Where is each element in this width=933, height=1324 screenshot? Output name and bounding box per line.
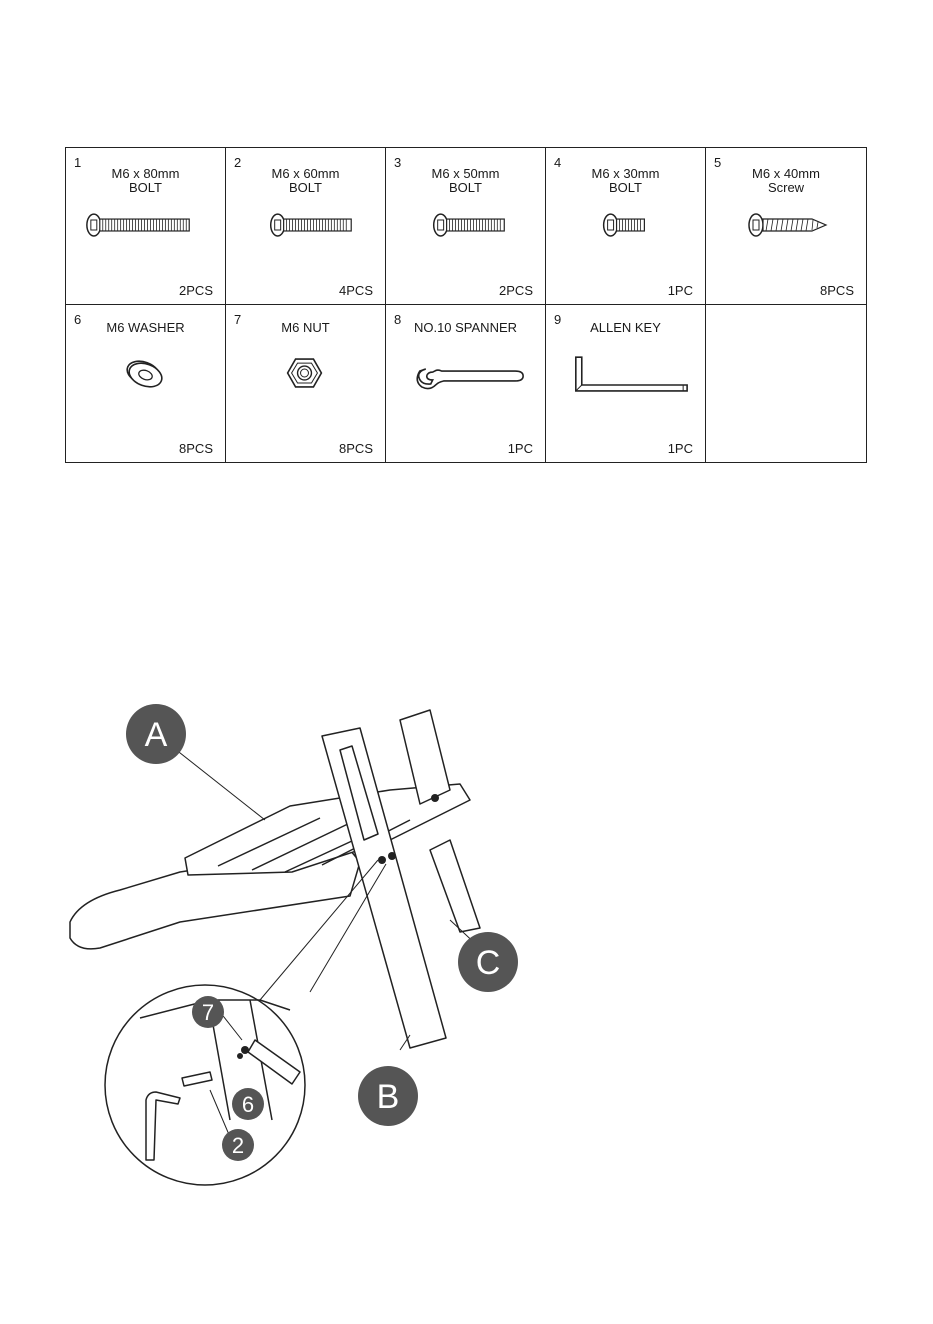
callout-a: A [126, 704, 186, 764]
parts-list-table: 1 M6 x 80mm BOLT 2PCS 2 M6 x 60mm BOLT [65, 147, 867, 463]
part-name: M6 NUT [226, 321, 385, 335]
part-name: M6 x 80mm BOLT [66, 167, 225, 195]
nut-icon [226, 345, 385, 405]
part-cell-7: 7 M6 NUT 8PCS [226, 305, 386, 462]
callout-7: 7 [192, 996, 224, 1028]
bolt-80mm-icon [66, 198, 225, 258]
part-name: NO.10 SPANNER [386, 321, 545, 335]
part-quantity: 1PC [668, 283, 693, 298]
empty-cell [706, 305, 866, 462]
part-cell-6: 6 M6 WASHER 8PCS [66, 305, 226, 462]
part-name: M6 x 50mm BOLT [386, 167, 545, 195]
bolt-50mm-icon [386, 198, 545, 258]
svg-text:6: 6 [242, 1092, 254, 1117]
svg-text:2: 2 [232, 1133, 244, 1158]
spanner-icon [386, 347, 545, 407]
part-quantity: 8PCS [339, 441, 373, 456]
bolt-30mm-icon [546, 198, 705, 258]
svg-text:A: A [145, 716, 168, 754]
part-name: ALLEN KEY [546, 321, 705, 335]
svg-text:7: 7 [202, 1000, 214, 1025]
part-name: M6 WASHER [66, 321, 225, 335]
part-quantity: 2PCS [499, 283, 533, 298]
screw-40mm-icon [706, 198, 866, 258]
part-cell-8: 8 NO.10 SPANNER 1PC [386, 305, 546, 462]
part-quantity: 4PCS [339, 283, 373, 298]
part-name: M6 x 60mm BOLT [226, 167, 385, 195]
part-quantity: 8PCS [820, 283, 854, 298]
part-cell-3: 3 M6 x 50mm BOLT 2PCS [386, 148, 546, 305]
assembly-diagram: A C B 7 6 2 [60, 700, 540, 1200]
part-cell-2: 2 M6 x 60mm BOLT 4PCS [226, 148, 386, 305]
part-quantity: 2PCS [179, 283, 213, 298]
svg-text:B: B [377, 1078, 400, 1116]
bolt-60mm-icon [226, 198, 385, 258]
part-quantity: 1PC [668, 441, 693, 456]
part-cell-4: 4 M6 x 30mm BOLT 1PC [546, 148, 706, 305]
allen-key-icon [546, 353, 705, 413]
part-cell-1: 1 M6 x 80mm BOLT 2PCS [66, 148, 226, 305]
callout-c: C [458, 932, 518, 992]
part-name: M6 x 40mm Screw [706, 167, 866, 195]
svg-text:C: C [476, 944, 501, 982]
part-cell-5: 5 M6 x 40mm Screw 8PCS [706, 148, 866, 305]
callout-6: 6 [232, 1088, 264, 1120]
callout-b: B [358, 1066, 418, 1126]
washer-icon [66, 347, 225, 407]
part-name: M6 x 30mm BOLT [546, 167, 705, 195]
back-leg-c [430, 840, 480, 932]
part-cell-9: 9 ALLEN KEY 1PC [546, 305, 706, 462]
callout-2: 2 [222, 1129, 254, 1161]
part-quantity: 8PCS [179, 441, 213, 456]
part-quantity: 1PC [508, 441, 533, 456]
